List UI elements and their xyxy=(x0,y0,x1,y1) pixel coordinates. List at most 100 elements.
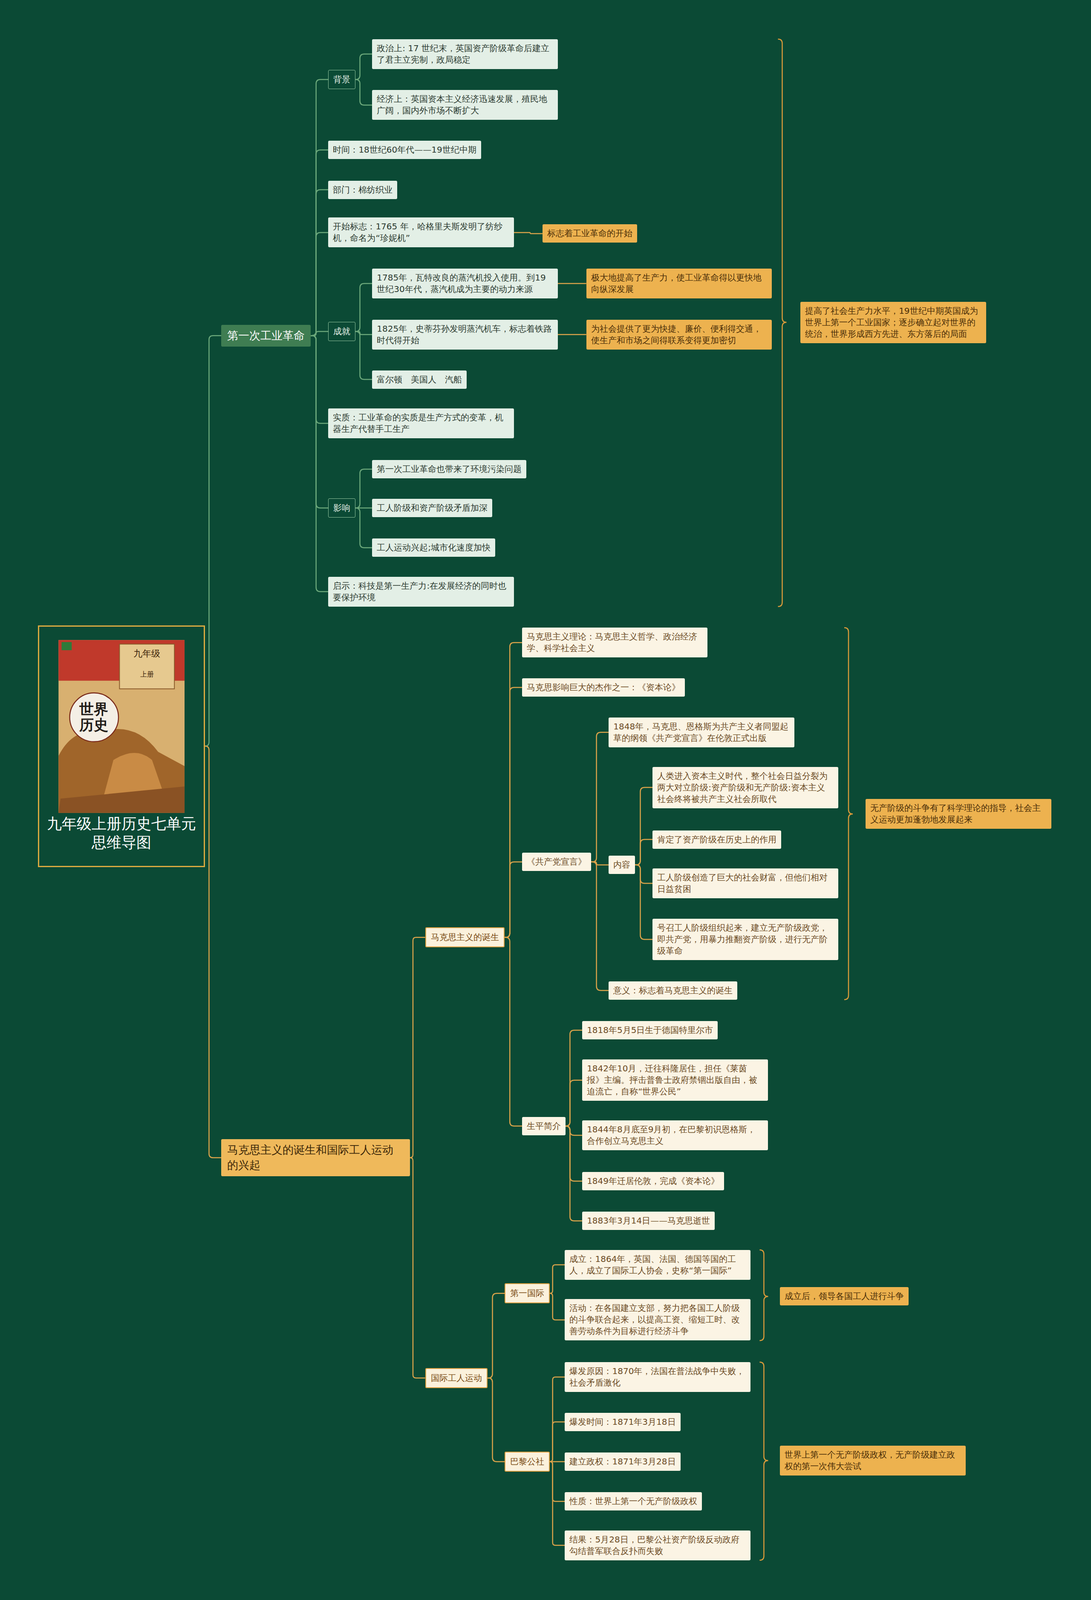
tree-connector xyxy=(513,232,543,234)
topic-box: 成立：1864年，英国、法国、德国等国的工人，成立了国际工人协会，史称“第一国际… xyxy=(564,1249,751,1280)
summary-brace xyxy=(759,1249,768,1341)
tree-connector xyxy=(549,1376,565,1462)
topic-text: 极大地提高了生产力，使工业革命得以更快地向纵深发展 xyxy=(591,271,768,295)
tree-connector xyxy=(204,745,222,1158)
topic-box: 活动：在各国建立支部，努力把各国工人阶级的斗争联合起来，以提高工资、缩短工时、改… xyxy=(564,1298,751,1340)
topic-text: 巴黎公社 xyxy=(510,1455,545,1467)
topic-box: 国际工人运动 xyxy=(425,1367,488,1388)
topic-text: 影响 xyxy=(333,502,351,514)
topic-box: 开始标志：1765 年，哈格里夫斯发明了纺纱机，命名为“珍妮机” xyxy=(328,217,514,248)
topic-text: 成立：1864年，英国、法国、德国等国的工人，成立了国际工人协会，史称“第一国际… xyxy=(569,1252,746,1276)
topic-text: 开始标志：1765 年，哈格里夫斯发明了纺纱机，命名为“珍妮机” xyxy=(332,220,509,244)
tree-connector xyxy=(310,189,329,336)
map-title: 九年级上册历史七单元思维导图 xyxy=(42,814,201,852)
tree-connector xyxy=(634,839,653,865)
topic-box: 性质：世界上第一个无产阶级政权 xyxy=(564,1491,702,1510)
topic-text: 1844年8月底至9月初，在巴黎初识恩格斯，合作创立马克思主义 xyxy=(586,1123,763,1147)
topic-box: 巴黎公社 xyxy=(504,1451,550,1472)
topic-text: 工人运动兴起;城市化速度加快 xyxy=(376,541,491,554)
topic-text: 建立政权：1871年3月28日 xyxy=(569,1455,676,1467)
topic-text: 部门：棉纺织业 xyxy=(332,184,393,196)
topic-text: 1818年5月5日生于德国特里尔市 xyxy=(586,1024,713,1036)
tree-connector xyxy=(310,335,329,508)
summary-brace xyxy=(777,39,787,607)
topic-text: 《共产党宣言》 xyxy=(526,855,587,868)
topic-text: 意义：标志着马克思主义的诞生 xyxy=(613,984,733,996)
topic-text: 背景 xyxy=(333,73,351,86)
topic-box: 背景 xyxy=(328,69,356,90)
topic-text: 号召工人阶级组织起来，建立无产阶级政党，即共产党，用暴力推翻资产阶级，进行无产阶… xyxy=(657,921,834,957)
topic-text: 第一次工业革命 xyxy=(227,328,305,344)
topic-box: 1883年3月14日——马克思逝世 xyxy=(582,1211,715,1230)
topic-box: 1818年5月5日生于德国特里尔市 xyxy=(582,1020,718,1040)
tree-connector xyxy=(504,861,523,938)
topic-box: 马克思主义的诞生和国际工人运动的兴起 xyxy=(221,1138,410,1176)
topic-text: 工人阶级和资产阶级矛盾加深 xyxy=(376,502,488,514)
topic-box: 生平简介 xyxy=(522,1116,566,1135)
tree-connector xyxy=(565,1029,583,1126)
topic-text: 为社会提供了更为快捷、廉价、便利得交通，使生产和市场之间得联系变得更加密切 xyxy=(591,323,768,347)
tree-connector xyxy=(634,864,653,940)
tree-connector xyxy=(409,937,426,1158)
topic-text: 无产阶级的斗争有了科学理论的指导，社会主义运动更加蓬勃地发展起来 xyxy=(870,802,1047,826)
tree-connector xyxy=(355,507,373,548)
cover-title: 世界历史 xyxy=(79,701,109,734)
summary-box: 提高了社会生产力水平，19世纪中期英国成为世界上第一个工业国家；逐步确立起对世界… xyxy=(800,301,986,344)
topic-box: 意义：标志着马克思主义的诞生 xyxy=(608,981,738,1000)
topic-text: 1785年，瓦特改良的蒸汽机投入使用。到19世纪30年代，蒸汽机成为主要的动力来… xyxy=(376,271,553,295)
topic-text: 标志着工业革命的开始 xyxy=(547,227,633,240)
topic-text: 提高了社会生产力水平，19世纪中期英国成为世界上第一个工业国家；逐步确立起对世界… xyxy=(805,305,982,340)
tree-connector xyxy=(355,331,373,380)
tree-connector xyxy=(355,54,373,80)
tree-connector xyxy=(504,687,523,938)
topic-text: 人类进入资本主义时代，整个社会日益分裂为两大对立阶级:资产阶级和无产阶级:资本主… xyxy=(657,770,834,805)
topic-box: 马克思主义理论：马克思主义哲学、政治经济学、科学社会主义 xyxy=(522,627,708,658)
tree-connector xyxy=(487,1293,506,1378)
topic-text: 肯定了资产阶级在历史上的作用 xyxy=(657,833,777,846)
topic-text: 马克思主义的诞生 xyxy=(430,931,500,943)
topic-box: 政治上: 17 世纪末，英国资产阶级革命后建立了君主立宪制，政局稳定 xyxy=(372,39,558,70)
topic-box: 建立政权：1871年3月28日 xyxy=(564,1451,681,1471)
topic-text: 工人阶级创造了巨大的社会财富，但他们相对日益贫困 xyxy=(657,871,834,895)
topic-box: 1844年8月底至9月初，在巴黎初识恩格斯，合作创立马克思主义 xyxy=(582,1119,768,1150)
topic-box: 号召工人阶级组织起来，建立无产阶级政党，即共产党，用暴力推翻资产阶级，进行无产阶… xyxy=(652,918,838,960)
topic-text: 性质：世界上第一个无产阶级政权 xyxy=(569,1495,698,1507)
topic-box: 第一次工业革命 xyxy=(221,324,311,347)
topic-box: 1785年，瓦特改良的蒸汽机投入使用。到19世纪30年代，蒸汽机成为主要的动力来… xyxy=(372,268,558,299)
topic-text: 活动：在各国建立支部，努力把各国工人阶级的斗争联合起来，以提高工资、缩短工时、改… xyxy=(569,1301,746,1337)
topic-text: 富尔顿 美国人 汽船 xyxy=(376,373,462,386)
topic-text: 马克思主义理论：马克思主义哲学、政治经济学、科学社会主义 xyxy=(526,630,703,654)
tree-connector xyxy=(557,333,587,335)
summary-box: 成立后，领导各国工人进行斗争 xyxy=(779,1286,909,1305)
topic-box: 马克思影响巨大的杰作之一：《资本论》 xyxy=(522,678,685,697)
tree-connector xyxy=(355,283,373,332)
tree-connector xyxy=(355,79,373,106)
tree-connector xyxy=(204,335,222,746)
tree-connector xyxy=(310,150,329,336)
topic-box: 部门：棉纺织业 xyxy=(328,180,398,200)
topic-text: 成立后，领导各国工人进行斗争 xyxy=(784,1290,904,1302)
topic-box: 启示：科技是第一生产力:在发展经济的同时也要保护环境 xyxy=(328,576,514,607)
topic-text: 1883年3月14日——马克思逝世 xyxy=(586,1214,711,1227)
tree-connector xyxy=(504,937,523,1126)
cover-text: 九年级 xyxy=(119,647,175,660)
topic-box: 工人运动兴起;城市化速度加快 xyxy=(372,538,496,557)
tree-connector xyxy=(591,732,609,862)
summary-brace xyxy=(844,627,853,999)
topic-box: 爆发时间：1871年3月18日 xyxy=(564,1412,681,1431)
topic-box: 富尔顿 美国人 汽船 xyxy=(372,370,467,389)
topic-box: 1825年，史蒂芬孙发明蒸汽机车，标志着铁路时代得开始 xyxy=(372,319,558,350)
topic-text: 爆发时间：1871年3月18日 xyxy=(569,1415,676,1428)
tree-connector xyxy=(409,1157,426,1378)
topic-text: 世界上第一个无产阶级政权，无产阶级建立政权的第一次伟大尝试 xyxy=(784,1448,961,1472)
summary-brace xyxy=(759,1361,768,1560)
topic-text: 内容 xyxy=(613,858,631,871)
root-node: 九年级上册世界历史九年级上册历史七单元思维导图 xyxy=(37,625,205,867)
tree-connector xyxy=(487,1377,506,1461)
tree-connector xyxy=(310,335,329,424)
tree-connector xyxy=(591,861,609,990)
topic-text: 1842年10月，迁往科隆居住，担任《莱茵报》主编。抨击普鲁士政府禁锢出版自由，… xyxy=(586,1062,763,1097)
topic-text: 1825年，史蒂芬孙发明蒸汽机车，标志着铁路时代得开始 xyxy=(376,323,553,347)
topic-text: 实质：工业革命的实质是生产方式的变革，机器生产代替手工生产 xyxy=(332,411,509,435)
